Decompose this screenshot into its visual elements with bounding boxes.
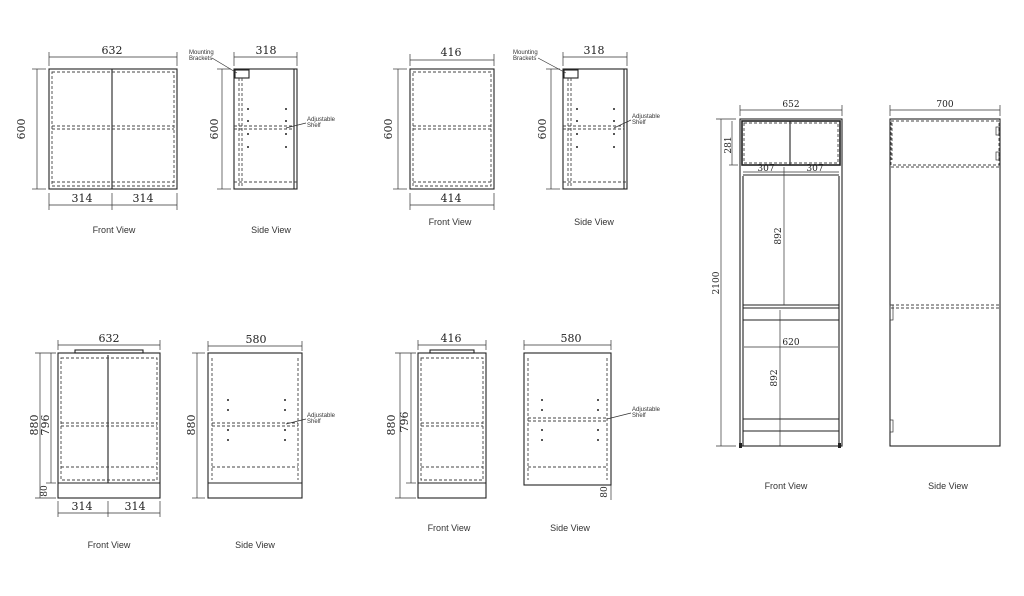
side-height-dim: 880 [185, 415, 198, 436]
height-dim: 600 [382, 119, 395, 140]
depth-dim: 318 [256, 44, 277, 57]
side-view-label: Side View [251, 225, 291, 235]
width-dim: 632 [99, 332, 120, 345]
mounting-brackets-note-2: Brackets [189, 56, 212, 62]
tall-side-view: 700 Side View [889, 100, 1001, 491]
door-left-dim: 314 [72, 500, 93, 513]
door-right-dim: 314 [133, 192, 154, 205]
depth-dim: 700 [936, 100, 953, 110]
body-height-dim: 796 [398, 412, 411, 433]
adjustable-shelf-note: Adjustable [307, 117, 336, 123]
adjustable-shelf-note-2: Shelf [307, 123, 321, 129]
side-view-label: Side View [574, 217, 614, 227]
top-height-dim: 281 [724, 136, 734, 153]
door-left-dim: 314 [72, 192, 93, 205]
front-view-label: Front View [88, 540, 131, 550]
inner-width-dim: 620 [782, 338, 799, 348]
tall-front-view: 652 2100 281 307 307 892 892 620 Front V… [712, 100, 843, 491]
wall-632-front-view: 632 600 314 314 Front View [15, 44, 178, 235]
side-view-label: Side View [235, 540, 275, 550]
door-right-dim: 314 [125, 500, 146, 513]
height-dim: 880 [28, 415, 41, 436]
side-height-dim: 600 [536, 119, 549, 140]
adjustable-shelf-note: Adjustable [307, 413, 336, 419]
mounting-brackets-note: Mounting [189, 50, 214, 56]
height-dim: 2100 [712, 271, 722, 294]
adjustable-shelf-note-2: Shelf [632, 120, 646, 126]
upper-opening-dim: 892 [774, 227, 784, 244]
front-view-label: Front View [765, 481, 808, 491]
front-view-label: Front View [428, 523, 471, 533]
side-view-label: Side View [928, 481, 968, 491]
depth-dim: 580 [246, 333, 267, 346]
base-416-side-view: 580 80 Adjustable Shelf Side View [523, 332, 661, 533]
plinth-dim: 80 [40, 485, 50, 497]
height-dim: 600 [15, 119, 28, 140]
bottom-width-dim: 414 [441, 192, 462, 205]
side-height-dim: 600 [208, 119, 221, 140]
base-632-side-view: 580 880 Adjustable Shelf Side View [185, 333, 336, 550]
adjustable-shelf-note: Adjustable [632, 114, 661, 120]
front-view-label: Front View [429, 217, 472, 227]
adjustable-shelf-note-2: Shelf [307, 419, 321, 425]
depth-dim: 318 [584, 44, 605, 57]
front-view-label: Front View [93, 225, 136, 235]
mounting-brackets-note-2: Brackets [513, 56, 536, 62]
wall-416-front-view: 416 600 414 Front View [382, 46, 495, 227]
wall-416-side-view: 318 600 Mounting Brackets Adjustable She… [513, 44, 661, 227]
width-dim: 416 [441, 332, 462, 345]
plinth-dim: 80 [600, 486, 610, 498]
base-416-front-view: 416 880 796 Front View [385, 332, 487, 533]
top-door-right-dim: 307 [806, 164, 823, 174]
lower-opening-dim: 892 [770, 369, 780, 386]
depth-dim: 580 [561, 332, 582, 345]
width-dim: 416 [441, 46, 462, 59]
wall-632-side-view: 318 600 Mounting Brackets Adjustable She… [189, 44, 336, 235]
adjustable-shelf-note-2: Shelf [632, 413, 646, 419]
top-door-left-dim: 307 [757, 164, 774, 174]
adjustable-shelf-note: Adjustable [632, 407, 661, 413]
height-dim: 880 [385, 415, 398, 436]
width-dim: 652 [782, 100, 799, 110]
body-height-dim: 796 [39, 415, 52, 436]
side-view-label: Side View [550, 523, 590, 533]
width-dim: 632 [102, 44, 123, 57]
base-632-front-view: 632 880 796 80 314 314 Front View [28, 332, 161, 550]
mounting-brackets-note: Mounting [513, 50, 538, 56]
